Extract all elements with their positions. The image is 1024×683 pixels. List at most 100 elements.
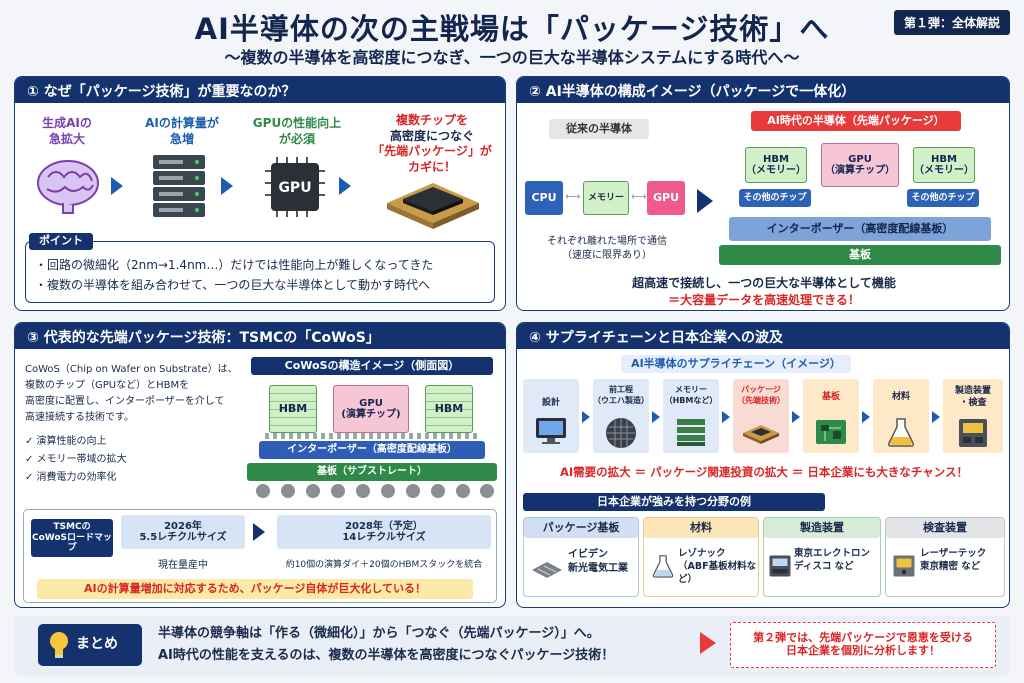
jp-strength-title: 日本企業が強みを持つ分野の例 — [523, 493, 825, 511]
summary-line-2: AI時代の性能を支えるのは、複数の半導体を高密度につなぐパッケージ技術！ — [158, 648, 615, 663]
chain-equipment: 製造装置 ・検査 — [943, 379, 1003, 453]
new-semiconductor-label: AI時代の半導体（先端パッケージ） — [751, 111, 961, 131]
flask-icon — [652, 555, 674, 578]
arrow-icon — [700, 632, 716, 654]
arrow-icon — [221, 177, 233, 195]
chain-design: 設計 — [523, 379, 579, 453]
panel-composition: ② AI半導体の構成イメージ（パッケージで一体化） 従来の半導体 CPU ⟷ メ… — [516, 76, 1010, 311]
panel-supply-chain: ④ サプライチェーンと日本企業への波及 AI半導体のサプライチェーン（イメージ）… — [516, 322, 1010, 608]
benefit-1: ✓ 演算性能の向上 — [25, 436, 107, 447]
panel-1-title: ① なぜ「パッケージ技術」が重要なのか？ — [15, 77, 505, 103]
card-materials: 材料 レゾナック （ABF基板材料など） — [643, 517, 759, 597]
interposer-bar: インターポーザー（高密度配線基板） — [729, 217, 991, 241]
benefit-2: ✓ メモリー帯域の拡大 — [25, 454, 127, 465]
roadmap-2026: 2026年 5.5レチクルサイズ — [121, 515, 245, 549]
microbumps — [265, 433, 479, 439]
chain-memory: メモリー （HBMなど） — [663, 379, 719, 453]
old-semiconductor-label: 従来の半導体 — [549, 119, 649, 139]
step-genai-label: 生成AIの 急拡大 — [42, 116, 92, 147]
page-title: AI半導体の次の主戦場は「パッケージ技術」へ — [194, 12, 830, 46]
cowos-substrate: 基板（サブストレート） — [247, 463, 497, 481]
chain-title: AI半導体のサプライチェーン（イメージ） — [621, 355, 851, 373]
panel-why-packaging: ① なぜ「パッケージ技術」が重要なのか？ 生成AIの 急拡大 AIの計算量が 急… — [14, 76, 506, 311]
brain-icon — [37, 160, 99, 214]
cowos-interposer: インターポーザー（高密度配線基板） — [259, 441, 485, 459]
roadmap-2028: 2028年（予定） 14レチクルサイズ — [277, 515, 491, 549]
gpu-chip-icon — [265, 157, 325, 217]
old-note: それぞれ離れた場所で通信 （速度に限界あり） — [547, 236, 667, 261]
step-gpu-label: GPUの性能向上 が必須 — [252, 116, 342, 147]
arrow-icon — [792, 411, 800, 423]
link-icon: ⟷ — [565, 190, 581, 203]
step-compute-label: AIの計算量が 急増 — [145, 116, 219, 147]
caption-2: ＝大容量データを高速処理できる！ — [668, 293, 860, 307]
arrow-icon — [652, 411, 660, 423]
arrow-icon — [339, 177, 351, 195]
wafer-icon — [606, 418, 636, 448]
benefit-3: ✓ 消費電力の効率化 — [25, 472, 117, 483]
cowos-gpu: GPU (演算チップ) — [333, 385, 409, 433]
gpu-chip-center: GPU （演算チップ） — [821, 143, 899, 187]
summary-line-1: 半導体の競争軸は「作る（微細化）」から「つなぐ（先端パッケージ）」へ。 — [158, 626, 600, 641]
machine-icon — [959, 419, 987, 447]
memory-box: メモリー — [583, 181, 629, 215]
solder-balls — [256, 484, 494, 498]
machine-icon — [769, 555, 791, 577]
server-icon — [153, 155, 205, 217]
other-chip-right: その他のチップ — [907, 189, 979, 207]
caption-1: 超高速で接続し、一つの巨大な半導体として機能 — [632, 276, 896, 290]
roadmap-2028-note: 約10個の演算ダイ＋20個のHBMスタックを統合 — [285, 560, 483, 570]
gpu-box: GPU — [647, 181, 685, 215]
point-label: ポイント — [29, 233, 93, 250]
circuit-board-icon — [816, 420, 846, 444]
chain-substrate: 基板 — [803, 379, 859, 453]
chain-banner: AI需要の拡大 ＝ パッケージ関連投資の拡大 ＝ 日本企業にも大きなチャンス！ — [559, 465, 969, 479]
card-package-substrate: パッケージ基板 イビデン 新光電気工業 — [523, 517, 639, 597]
memory-stack-icon — [677, 419, 705, 446]
roadmap-box — [23, 509, 497, 603]
substrate-icon — [532, 562, 562, 578]
arrow-icon — [582, 411, 590, 423]
arrow-icon — [253, 523, 265, 541]
point-1: ・回路の微細化（2nm→1.4nm…）だけでは性能向上が難しくなってきた — [35, 258, 434, 272]
hbm-right: HBM （メモリー） — [913, 147, 975, 183]
cowos-desc-2: 複数のチップ（GPUなど）とHBMを — [25, 380, 190, 391]
chain-frontend: 前工程 （ウエハ製造） — [593, 379, 649, 453]
roadmap-label: TSMCの CoWoSロードマップ — [31, 519, 113, 557]
page-subtitle: 〜複数の半導体を高密度につなぎ、一つの巨大な半導体システムにする時代へ〜 — [224, 48, 800, 67]
arrow-icon — [862, 411, 870, 423]
monitor-icon — [536, 418, 566, 444]
cowos-hbm-right: HBM — [425, 385, 473, 433]
point-2: ・複数の半導体を組み合わせて、一つの巨大な半導体として動かす時代へ — [35, 278, 431, 292]
arrow-icon — [722, 411, 730, 423]
other-chip-left: その他のチップ — [739, 189, 811, 207]
cowos-desc-1: CoWoS（Chip on Wafer on Substrate）は、 — [25, 364, 238, 375]
card-equipment: 製造装置 東京エレクトロン ディスコ など — [763, 517, 881, 597]
arrow-icon — [697, 189, 713, 213]
gpu-chip-label: GPU — [278, 180, 312, 196]
package-chip-icon — [387, 183, 479, 229]
cowos-desc-4: 高速接続する技術です。 — [25, 412, 134, 423]
point-box — [25, 241, 495, 303]
summary-label: まとめ — [76, 636, 118, 652]
part-badge: 第１弾：全体解説 — [893, 10, 1010, 35]
chain-materials: 材料 — [873, 379, 929, 453]
card-inspection: 検査装置 レーザーテック 東京精密 など — [885, 517, 1005, 597]
roadmap-2026-note: 現在量産中 — [158, 560, 208, 571]
flask-icon — [888, 418, 914, 447]
panel-2-title: ② AI半導体の構成イメージ（パッケージで一体化） — [517, 77, 1009, 103]
chain-package: パッケージ （先端技術） — [733, 379, 789, 453]
highlight-text: 複数チップを 高密度につなぐ 「先端パッケージ」が カギに！ — [372, 113, 492, 174]
arrow-icon — [111, 177, 123, 195]
cowos-desc-3: 高密度に配置し、インターポーザーを介して — [25, 396, 225, 407]
cpu-box: CPU — [525, 181, 563, 215]
lightbulb-icon — [50, 632, 68, 658]
hbm-left: HBM （メモリー） — [745, 147, 807, 183]
cowos-hbm-left: HBM — [269, 385, 317, 433]
link-icon: ⟷ — [631, 190, 647, 203]
next-part-teaser: 第２弾では、先端パッケージで恩恵を受ける 日本企業を個別に分析します！ — [730, 622, 996, 668]
substrate-bar: 基板 — [719, 245, 1001, 265]
cowos-diagram-title: CoWoSの構造イメージ（側面図） — [251, 357, 493, 375]
cowos-banner: AIの計算量増加に対応するため、パッケージ自体が巨大化している！ — [37, 579, 473, 599]
arrow-icon — [932, 411, 940, 423]
